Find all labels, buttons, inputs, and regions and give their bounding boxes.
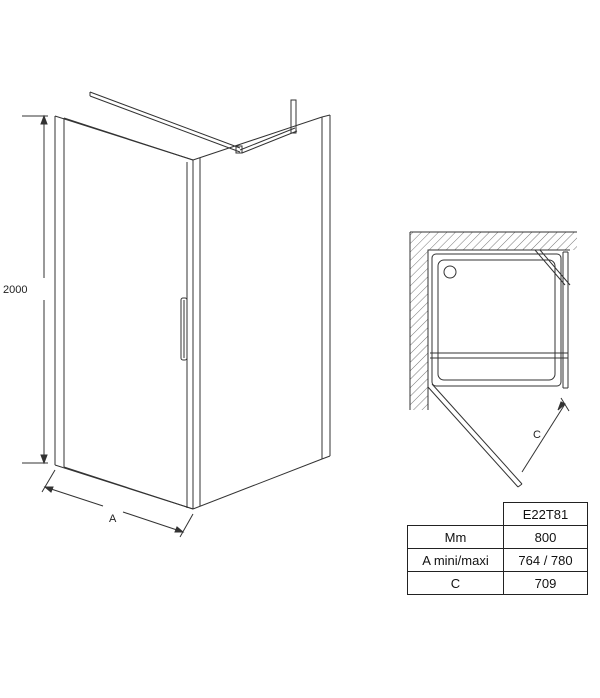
front-door-panel [54,115,194,510]
row-label: C [407,571,504,595]
door-handle [180,297,188,361]
wall-hatching [410,232,577,410]
plan-front-bar [430,352,568,359]
side-panel [192,114,331,510]
shower-tray [431,253,562,387]
row-value: 709 [503,571,588,595]
row-label: Mm [407,525,504,549]
table-row: Mm 800 [407,525,588,549]
perspective-view [22,91,331,538]
wall-bracket [239,99,298,154]
table-row: A mini/maxi 764 / 780 [407,548,588,572]
plan-c-label: C [533,429,541,441]
table-row: C 709 [407,571,588,595]
table-corner-cell [407,502,504,526]
table-header-row: E22T81 [407,502,588,526]
spec-table: E22T81 Mm 800 A mini/maxi 764 / 780 C 70… [407,502,588,595]
door-swing [427,383,523,488]
row-value: 800 [503,525,588,549]
drain-icon [443,265,457,279]
row-value: 764 / 780 [503,548,588,572]
c-dimension [521,397,570,473]
height-label: 2000 [3,284,27,296]
height-dimension [22,114,48,465]
plan-stabilizer [534,249,571,286]
width-dimension [41,469,194,538]
wall-outline [409,231,577,410]
width-label: A [109,513,117,525]
row-label: A mini/maxi [407,548,504,572]
plan-view [409,231,577,488]
fixed-panel [562,251,569,389]
stabilizer-bar [89,91,243,154]
table-header-cell: E22T81 [503,502,588,526]
